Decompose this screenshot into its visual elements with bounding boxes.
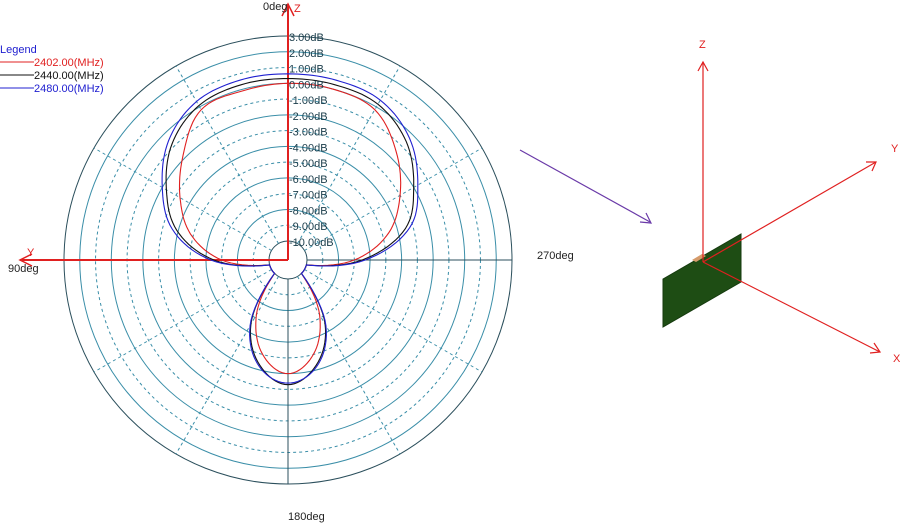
- grid-spoke: [297, 276, 401, 455]
- radial-tick-label: -10.00dB: [289, 237, 334, 249]
- angle-label-270: 270deg: [537, 250, 574, 262]
- series-line-2440.00(MHz): [165, 78, 415, 386]
- radial-tick-label: -8.00dB: [289, 205, 328, 217]
- y-axis-label: Y: [27, 247, 35, 259]
- grid-spoke: [175, 276, 279, 455]
- y-arrowhead-icon: [18, 253, 33, 267]
- y-arrowhead-icon: [866, 161, 877, 172]
- z-arrowhead-icon: [697, 60, 709, 72]
- radial-tick-label: -9.00dB: [289, 221, 328, 233]
- angle-label-90: 90deg: [8, 263, 39, 275]
- pointer-arrow: [519, 149, 651, 223]
- x-axis: [702, 261, 881, 353]
- radial-tick-label: 1.00dB: [289, 64, 324, 76]
- diagram-x-label: X: [893, 353, 900, 365]
- grid-spoke: [297, 65, 401, 244]
- radial-tick-label: -2.00dB: [289, 111, 328, 123]
- legend-entry: 2402.00(MHz): [34, 57, 104, 69]
- grid-spoke: [304, 147, 483, 251]
- series-group: [161, 73, 419, 386]
- radial-tick-label: -1.00dB: [289, 95, 328, 107]
- y-axis: [702, 161, 877, 263]
- grid-spoke: [175, 65, 279, 244]
- radial-tick-label: -4.00dB: [289, 142, 328, 154]
- radial-tick-label: -7.00dB: [289, 190, 328, 202]
- x-arrowhead-icon: [869, 342, 882, 354]
- radial-tick-labels: 3.00dB 2.00dB 1.00dB 0.00dB -1.00dB -2.00dB -3…: [289, 32, 334, 249]
- diagram-y-label: Y: [891, 143, 899, 155]
- legend-entry: 2480.00(MHz): [34, 83, 104, 95]
- z-arrowhead-icon: [281, 2, 295, 17]
- legend-entry: 2440.00(MHz): [34, 70, 104, 82]
- radial-tick-label: -6.00dB: [289, 174, 328, 186]
- legend-title: Legend: [0, 44, 37, 56]
- radial-tick-label: 2.00dB: [289, 48, 324, 60]
- radial-tick-label: -5.00dB: [289, 158, 328, 170]
- orientation-diagram: Z Y X: [519, 39, 900, 365]
- radial-tick-label: 3.00dB: [289, 32, 324, 44]
- polar-axes: [18, 2, 512, 484]
- angle-labels: 0deg 90deg 270deg 180deg Z Y: [8, 1, 574, 523]
- grid-spoke: [304, 269, 483, 373]
- angle-label-180: 180deg: [288, 511, 325, 523]
- legend: Legend 2402.00(MHz)2440.00(MHz)2480.00(M…: [0, 44, 104, 95]
- radial-tick-label: -3.00dB: [289, 127, 328, 139]
- z-axis-label: Z: [294, 3, 301, 15]
- grid-spoke: [93, 147, 272, 251]
- grid-spoke: [93, 269, 272, 373]
- pointer-arrowhead-icon: [639, 212, 653, 224]
- series-line-2480.00(MHz): [161, 73, 419, 384]
- angle-label-0: 0deg: [263, 1, 287, 13]
- series-line-2402.00(MHz): [178, 82, 402, 375]
- pcb-board: [662, 233, 742, 328]
- diagram-z-label: Z: [699, 39, 706, 51]
- radial-tick-label: 0.00dB: [289, 79, 324, 91]
